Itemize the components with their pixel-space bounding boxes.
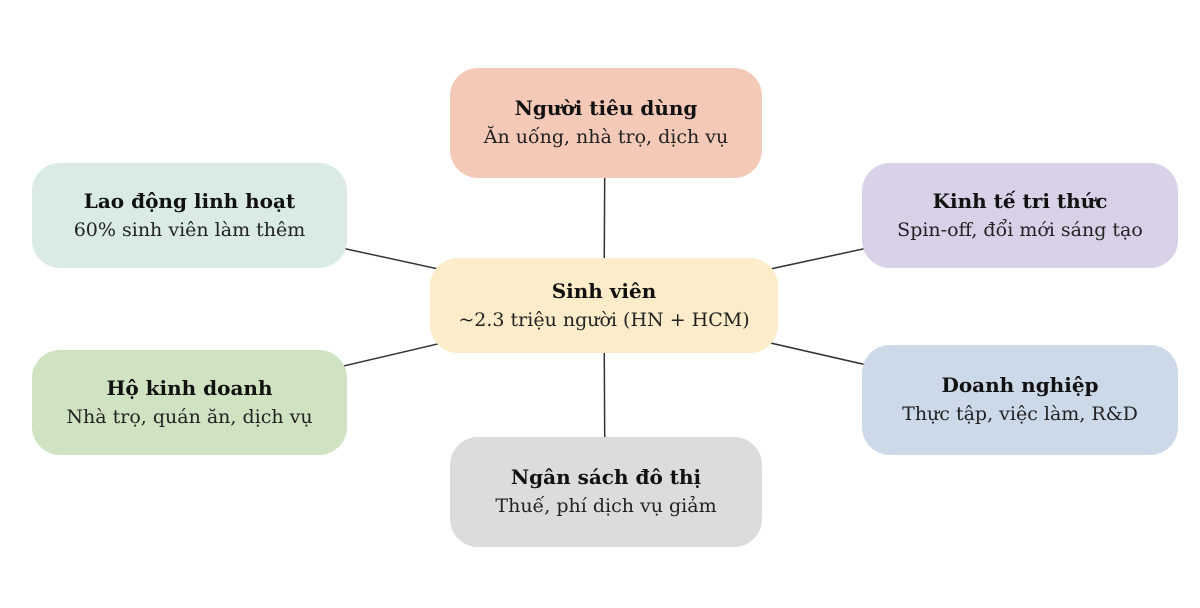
node-urban-budget-title: Ngân sách đô thị	[510, 465, 702, 490]
node-enterprises-title: Doanh nghiệp	[941, 373, 1099, 398]
node-household-business-title: Hộ kinh doanh	[106, 375, 273, 400]
node-urban-budget: Ngân sách đô thị Thuế, phí dịch vụ giảm	[450, 437, 762, 547]
node-household-business: Hộ kinh doanh Nhà trọ, quán ăn, dịch vụ	[32, 350, 347, 455]
node-enterprises: Doanh nghiệp Thực tập, việc làm, R&D	[862, 345, 1178, 455]
node-consumers: Người tiêu dùng Ăn uống, nhà trọ, dịch v…	[450, 68, 762, 178]
node-knowledge-economy: Kinh tế tri thức Spin-off, đổi mới sáng …	[862, 163, 1178, 268]
node-knowledge-economy-subtitle: Spin-off, đổi mới sáng tạo	[897, 218, 1143, 241]
node-flexible-labor-title: Lao động linh hoạt	[83, 188, 296, 213]
node-students-title: Sinh viên	[551, 278, 657, 303]
node-consumers-subtitle: Ăn uống, nhà trọ, dịch vụ	[483, 126, 729, 149]
node-flexible-labor-subtitle: 60% sinh viên làm thêm	[73, 218, 306, 241]
node-knowledge-economy-title: Kinh tế tri thức	[932, 188, 1108, 213]
node-household-business-subtitle: Nhà trọ, quán ăn, dịch vụ	[66, 405, 313, 428]
node-enterprises-subtitle: Thực tập, việc làm, R&D	[902, 403, 1138, 426]
node-flexible-labor: Lao động linh hoạt 60% sinh viên làm thê…	[32, 163, 347, 268]
node-students-center: Sinh viên ~2.3 triệu người (HN + HCM)	[430, 258, 778, 353]
node-consumers-title: Người tiêu dùng	[514, 96, 698, 121]
node-urban-budget-subtitle: Thuế, phí dịch vụ giảm	[495, 495, 717, 518]
node-students-subtitle: ~2.3 triệu người (HN + HCM)	[458, 308, 750, 331]
